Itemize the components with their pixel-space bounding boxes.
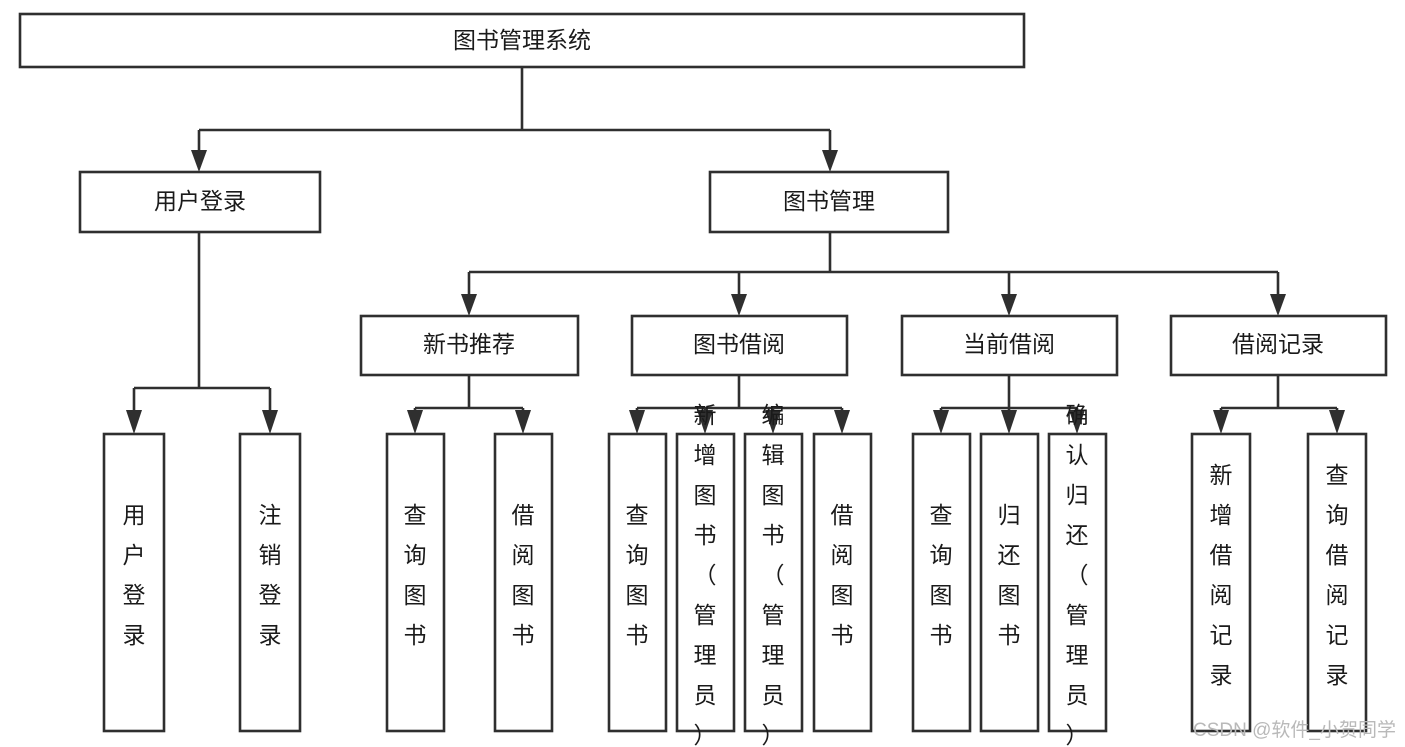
arrow-head-leaf-query-record (1329, 410, 1345, 434)
leaf-label-query-book-2: 查询图书 (626, 502, 649, 648)
leaf-box-edit-book[interactable] (743, 432, 804, 733)
arrow-head-leaf-add-book (697, 410, 713, 434)
arrow-head-current-borrow (1001, 294, 1017, 316)
leaf-box-add-book[interactable] (675, 432, 736, 733)
connectors-user-login-to-leaves (126, 232, 278, 434)
leaf-group-current-borrow: 查询图书 归还图书 确认归还（管理员） (911, 402, 1108, 747)
leaf-box-add-record[interactable] (1190, 432, 1252, 733)
arrow-head-leaf-edit-book (765, 410, 781, 434)
leaf-group-borrow-record: 新增借阅记录 查询借阅记录 (1190, 432, 1368, 733)
connectors-borrow-record-to-leaves (1213, 375, 1345, 434)
leaf-box-query-record[interactable] (1306, 432, 1368, 733)
arrow-head-leaf-borrow-book-1 (515, 410, 531, 434)
node-book-borrow[interactable]: 图书借阅 (630, 314, 849, 377)
arrow-head-user-login (191, 150, 207, 172)
node-root-label: 图书管理系统 (453, 27, 591, 53)
leaf-node-edit-book[interactable]: 编辑图书（管理员） (743, 402, 804, 747)
node-root-box[interactable] (18, 12, 1026, 69)
leaf-node-query-book-3[interactable]: 查询图书 (911, 432, 972, 733)
leaf-group-book-borrow: 查询图书 新增图书（管理员） 编辑图书（管理员） 借阅图书 (607, 402, 873, 747)
node-new-book-recommend-box[interactable] (359, 314, 580, 377)
node-book-borrow-label: 图书借阅 (693, 331, 785, 357)
leaf-node-add-book[interactable]: 新增图书（管理员） (675, 402, 736, 747)
leaf-node-borrow-book-2[interactable]: 借阅图书 (812, 432, 873, 733)
arrow-head-leaf-borrow-book-2 (834, 410, 850, 434)
leaf-label-borrow-book-2: 借阅图书 (831, 502, 854, 648)
leaf-box-logout-login[interactable] (238, 432, 302, 733)
leaf-label-add-book: 新增图书（管理员） (694, 402, 717, 747)
connectors-root-to-level2 (191, 67, 838, 172)
node-borrow-record-label: 借阅记录 (1232, 331, 1324, 357)
leaf-box-borrow-book-1[interactable] (493, 432, 554, 733)
node-current-borrow-box[interactable] (900, 314, 1119, 377)
arrow-head-new-book-recommend (461, 294, 477, 316)
connectors-current-borrow-to-leaves (933, 375, 1085, 434)
leaf-group-new-book-recommend: 查询图书 借阅图书 (385, 432, 554, 733)
leaf-node-confirm-return[interactable]: 确认归还（管理员） (1047, 402, 1108, 747)
leaf-node-query-book-2[interactable]: 查询图书 (607, 432, 668, 733)
arrow-head-borrow-record (1270, 294, 1286, 316)
arrow-head-leaf-return-book (1001, 410, 1017, 434)
connectors-book-borrow-to-leaves (629, 375, 850, 434)
leaf-node-user-login[interactable]: 用户登录 (102, 432, 166, 733)
leaf-label-logout-login: 注销登录 (259, 502, 282, 648)
node-user-login-label: 用户登录 (154, 188, 246, 214)
node-current-borrow[interactable]: 当前借阅 (900, 314, 1119, 377)
arrow-head-book-management (822, 150, 838, 172)
leaf-box-borrow-book-2[interactable] (812, 432, 873, 733)
leaf-label-query-record: 查询借阅记录 (1326, 462, 1349, 688)
arrow-head-leaf-logout-login (262, 410, 278, 434)
arrow-head-leaf-user-login (126, 410, 142, 434)
node-user-login[interactable]: 用户登录 (78, 170, 322, 234)
node-book-management-label: 图书管理 (783, 188, 875, 214)
arrow-head-leaf-query-book-1 (407, 410, 423, 434)
leaf-node-logout-login[interactable]: 注销登录 (238, 432, 302, 733)
leaf-label-edit-book: 编辑图书（管理员） (762, 402, 785, 747)
leaf-node-return-book[interactable]: 归还图书 (979, 432, 1040, 733)
node-book-management-box[interactable] (708, 170, 950, 234)
leaf-node-query-record[interactable]: 查询借阅记录 (1306, 432, 1368, 733)
node-book-management[interactable]: 图书管理 (708, 170, 950, 234)
leaf-box-query-book-1[interactable] (385, 432, 446, 733)
leaf-node-borrow-book-1[interactable]: 借阅图书 (493, 432, 554, 733)
node-current-borrow-label: 当前借阅 (963, 331, 1055, 357)
arrow-head-leaf-query-book-3 (933, 410, 949, 434)
leaf-box-query-book-3[interactable] (911, 432, 972, 733)
leaf-box-return-book[interactable] (979, 432, 1040, 733)
leaf-label-user-login: 用户登录 (123, 502, 146, 648)
leaf-box-user-login[interactable] (102, 432, 166, 733)
leaf-node-add-record[interactable]: 新增借阅记录 (1190, 432, 1252, 733)
arrow-head-leaf-query-book-2 (629, 410, 645, 434)
arrow-head-leaf-add-record (1213, 410, 1229, 434)
csdn-watermark: CSDN @软件_小贺同学 (1193, 719, 1396, 741)
leaf-label-return-book: 归还图书 (998, 502, 1021, 648)
leaf-box-confirm-return[interactable] (1047, 432, 1108, 733)
leaf-box-query-book-2[interactable] (607, 432, 668, 733)
node-user-login-box[interactable] (78, 170, 322, 234)
node-borrow-record[interactable]: 借阅记录 (1169, 314, 1388, 377)
leaf-label-query-book-3: 查询图书 (930, 502, 953, 648)
leaf-label-borrow-book-1: 借阅图书 (512, 502, 535, 648)
node-borrow-record-box[interactable] (1169, 314, 1388, 377)
connectors-new-book-to-leaves (407, 375, 531, 434)
arrow-head-book-borrow (731, 294, 747, 316)
leaf-label-query-book-1: 查询图书 (404, 502, 427, 648)
node-new-book-recommend-label: 新书推荐 (423, 331, 515, 357)
leaf-label-add-record: 新增借阅记录 (1210, 462, 1233, 688)
node-new-book-recommend[interactable]: 新书推荐 (359, 314, 580, 377)
arrow-head-leaf-confirm-return (1069, 410, 1085, 434)
node-root-system[interactable]: 图书管理系统 (18, 12, 1026, 69)
leaf-node-query-book-1[interactable]: 查询图书 (385, 432, 446, 733)
leaf-label-confirm-return: 确认归还（管理员） (1066, 402, 1089, 747)
connectors-book-management-to-level3 (461, 232, 1286, 316)
node-book-borrow-box[interactable] (630, 314, 849, 377)
leaf-group-user-login: 用户登录 注销登录 (102, 432, 302, 733)
